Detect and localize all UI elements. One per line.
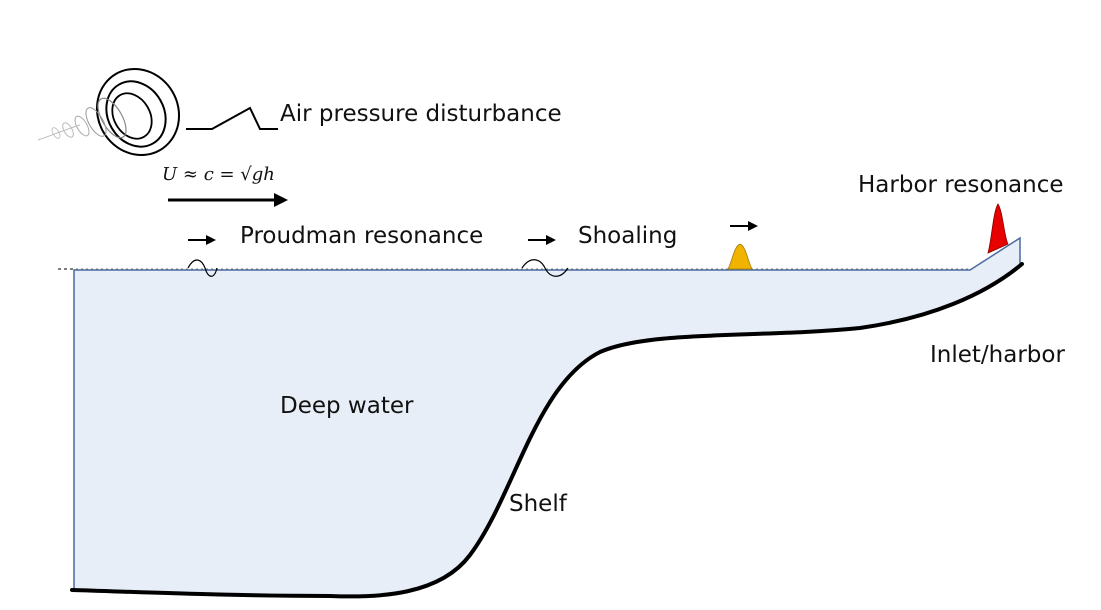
right-arrow-icon bbox=[528, 235, 556, 245]
shoaling-wave-icon bbox=[727, 243, 753, 270]
shelf-wave bbox=[521, 259, 569, 277]
air-pressure-label: Air pressure disturbance bbox=[280, 101, 562, 127]
right-arrow-icon bbox=[188, 235, 216, 245]
water-body bbox=[73, 236, 1021, 598]
formula-label: U ≈ c = √gh bbox=[162, 164, 275, 185]
right-arrow-icon bbox=[730, 221, 758, 231]
inlet-harbor-label: Inlet/harbor bbox=[930, 342, 1065, 368]
seabed-outline bbox=[70, 262, 1024, 599]
pressure-step-icon bbox=[186, 106, 278, 130]
proudman-label: Proudman resonance bbox=[240, 223, 483, 249]
harbor-resonance-label: Harbor resonance bbox=[858, 172, 1063, 198]
deep-water-label: Deep water bbox=[280, 393, 414, 419]
harbor-wave-icon bbox=[987, 203, 1009, 254]
propagation-arrow-icon bbox=[168, 193, 288, 207]
shelf-label: Shelf bbox=[509, 491, 568, 517]
spiral-vortex-icon bbox=[37, 67, 181, 157]
shoaling-label: Shoaling bbox=[578, 223, 677, 249]
proudman-wave bbox=[187, 259, 218, 277]
